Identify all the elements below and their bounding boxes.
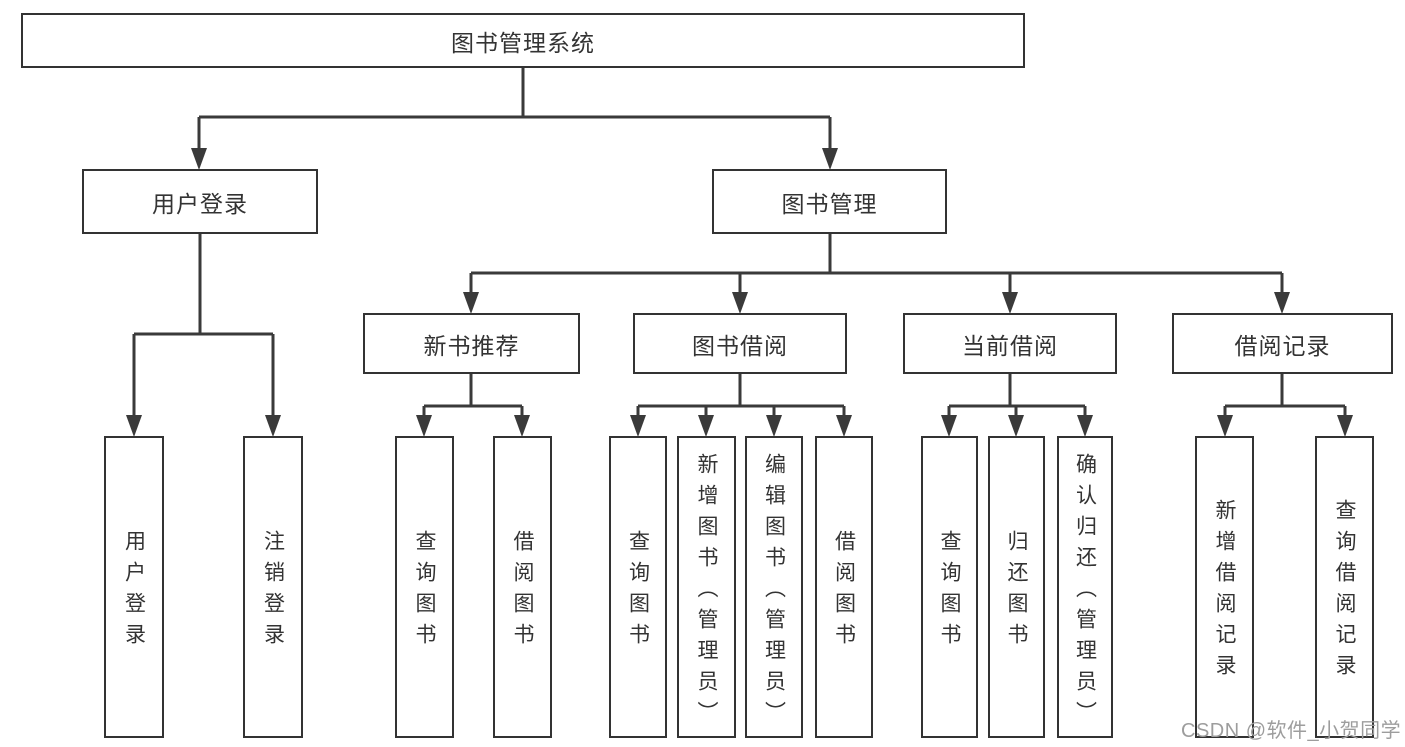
leaf-label: 新增借阅记录 [1213,499,1236,685]
leaf-label: 编辑图书（管理员） [762,452,786,732]
node-library-system: 图书管理系统 [21,13,1025,68]
leaf-records-query-record: 查询借阅记录 [1315,436,1374,738]
node-new-book-recommend: 新书推荐 [363,313,580,374]
node-label: 图书管理系统 [451,29,595,56]
leaf-borrow-borrow-books: 借阅图书 [815,436,873,738]
node-book-borrow: 图书借阅 [633,313,847,374]
node-label: 用户登录 [152,190,248,217]
node-label: 借阅记录 [1234,332,1331,359]
leaf-borrow-add-books-admin: 新增图书（管理员） [677,436,736,738]
leaf-label: 归还图书 [1005,530,1028,654]
connector-currentborrow-to-leaves [941,374,1093,437]
leaf-newbooks-query-books: 查询图书 [395,436,454,738]
node-label: 当前借阅 [962,332,1058,359]
node-book-management: 图书管理 [712,169,947,234]
node-current-borrow: 当前借阅 [903,313,1117,374]
leaf-label: 借阅图书 [511,530,534,654]
leaf-borrow-edit-books-admin: 编辑图书（管理员） [745,436,803,738]
leaf-label: 借阅图书 [832,530,856,654]
leaf-borrow-query-books: 查询图书 [609,436,667,738]
leaf-current-return-books: 归还图书 [988,436,1045,738]
leaf-label: 用户登录 [122,530,146,654]
leaf-current-confirm-return-admin: 确认归还（管理员） [1057,436,1113,738]
leaf-records-add-record: 新增借阅记录 [1195,436,1254,738]
leaf-logout: 注销登录 [243,436,303,738]
node-label: 图书管理 [781,190,878,217]
leaf-label: 查询图书 [626,530,650,654]
csdn-watermark: CSDN @软件_小贺同学 [1181,720,1402,742]
connector-newbooks-to-leaves [416,374,530,437]
connector-userlogin-to-leaves [126,234,281,437]
node-label: 新书推荐 [423,332,520,359]
leaf-label: 查询图书 [413,530,436,654]
node-user-login: 用户登录 [82,169,318,234]
connector-records-to-leaves [1217,374,1353,437]
leaf-current-query-books: 查询图书 [921,436,978,738]
connector-bookmgmt-to-level3 [463,234,1290,314]
connector-bookborrow-to-leaves [630,374,852,437]
leaf-user-login: 用户登录 [104,436,164,738]
leaf-label: 查询借阅记录 [1333,499,1356,685]
node-label: 图书借阅 [692,332,788,359]
node-borrow-records: 借阅记录 [1172,313,1393,374]
leaf-label: 查询图书 [938,530,961,654]
leaf-newbooks-borrow-books: 借阅图书 [493,436,552,738]
leaf-label: 注销登录 [261,530,285,654]
connector-root-to-level2 [191,68,838,170]
leaf-label: 确认归还（管理员） [1073,452,1097,732]
leaf-label: 新增图书（管理员） [695,452,718,732]
